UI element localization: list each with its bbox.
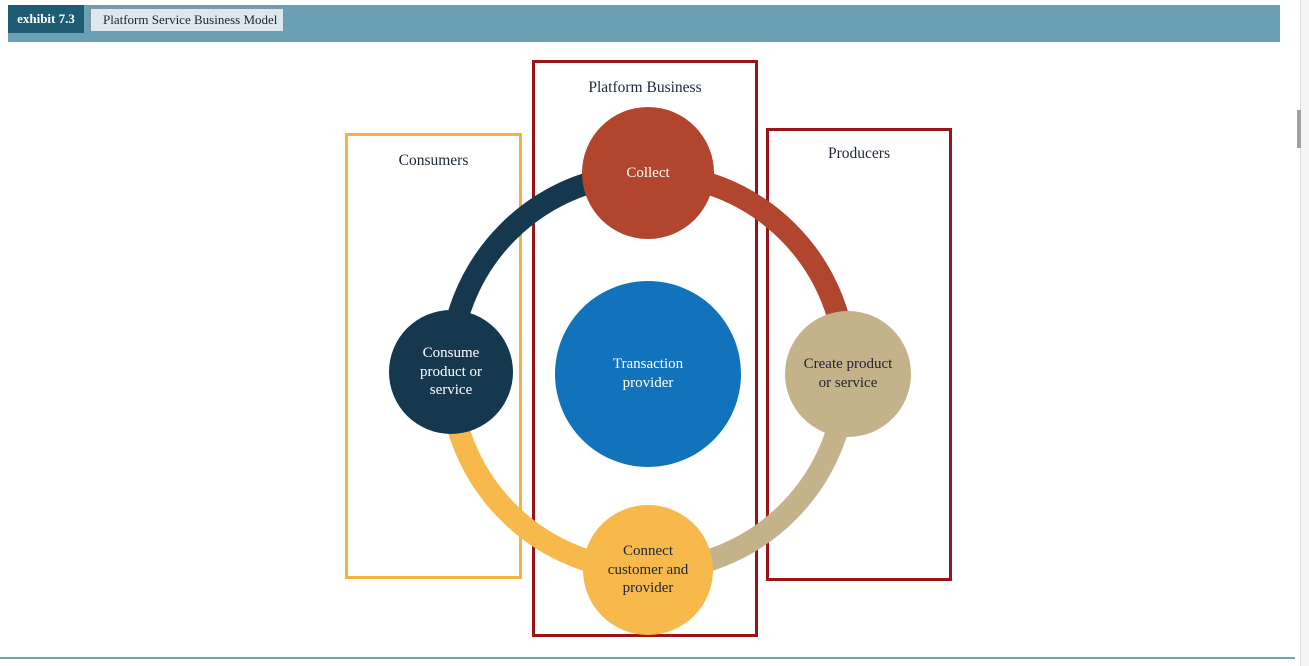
collect-node-label: Collect xyxy=(626,164,670,181)
vertical-scrollbar-track[interactable] xyxy=(1300,0,1309,666)
consume-node: Consume product or service xyxy=(389,310,513,434)
exhibit-title: Platform Service Business Model xyxy=(90,8,284,32)
producers-label: Producers xyxy=(828,145,890,162)
vertical-scrollbar-thumb[interactable] xyxy=(1297,110,1301,148)
exhibit-number-tab: exhibit 7.3 xyxy=(8,5,84,33)
platform-business-label: Platform Business xyxy=(588,79,702,96)
consume-node-label: Consume product or service xyxy=(419,344,483,399)
page-bottom-rule xyxy=(0,657,1295,659)
transaction-provider-node: Transaction provider xyxy=(555,281,741,467)
transaction-provider-node-label: Transaction provider xyxy=(612,356,684,391)
collect-node: Collect xyxy=(582,107,714,239)
connect-node: Connect customer and provider xyxy=(583,505,713,635)
create-node-label: Create product or service xyxy=(803,356,893,391)
exhibit-header-bar: exhibit 7.3 Platform Service Business Mo… xyxy=(8,5,1280,42)
consumers-label: Consumers xyxy=(398,152,469,169)
create-node: Create product or service xyxy=(785,311,911,437)
connect-node-label: Connect customer and provider xyxy=(607,542,689,597)
